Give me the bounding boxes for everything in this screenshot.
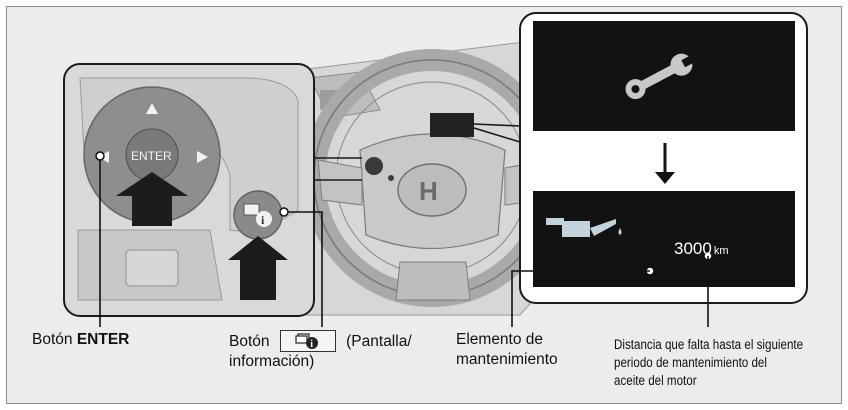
arrow-up-icon (146, 103, 158, 114)
enter-button-label: Botón ENTER (32, 330, 129, 349)
svg-text:i: i (310, 339, 313, 350)
down-arrow-icon (655, 143, 675, 184)
enter-label-bold: ENTER (76, 331, 130, 348)
callout-connectors (312, 123, 521, 181)
controls-inset: i (63, 63, 315, 317)
info-label-line2: información) (229, 353, 315, 370)
svg-text:H: H (419, 176, 438, 206)
info-label-prefix: Botón (229, 333, 270, 350)
wrench-icon (625, 53, 698, 100)
info-button-label: Botón i (Pantalla/ (229, 330, 412, 352)
distance-value: 3000 (674, 239, 712, 258)
leader-lines (99, 156, 709, 327)
oil-life-screen (533, 191, 795, 287)
info-label-suffix: (Pantalla/ (346, 333, 412, 350)
distance-unit: km (713, 245, 729, 257)
maintenance-item-label-1: Elemento de (456, 331, 544, 348)
press-arrow-icon (228, 236, 288, 300)
press-arrow-icon (116, 172, 188, 226)
info-button-icon: i (279, 330, 336, 352)
distance-label-3: aceite del motor (614, 373, 697, 388)
pad-enter-text: ENTER (131, 149, 172, 163)
oil-can-icon (546, 218, 622, 237)
enter-label-prefix: Botón (32, 331, 77, 348)
distance-label-2: periodo de mantenimiento del (614, 355, 767, 370)
distance-label-1: Distancia que falta hasta el siguiente (614, 337, 804, 352)
maintenance-item-label-2: mantenimiento (456, 351, 558, 368)
arrow-right-icon (197, 151, 208, 163)
display-inset (519, 12, 808, 304)
svg-text:i: i (261, 213, 265, 227)
